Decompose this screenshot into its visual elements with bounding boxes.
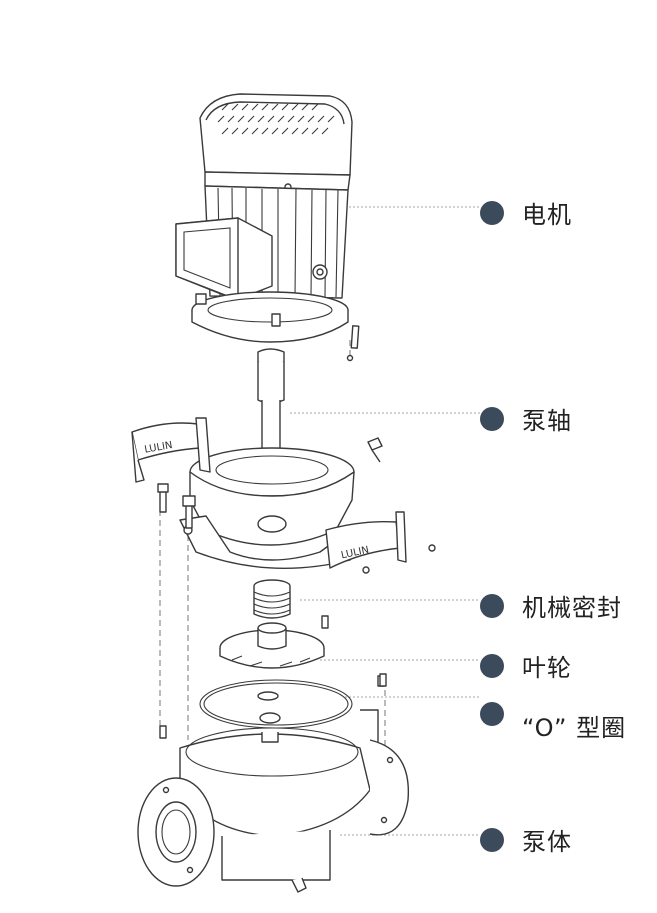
label-motor: 电机 xyxy=(480,195,572,230)
motor xyxy=(175,93,360,362)
label-dot xyxy=(480,827,504,852)
bracket: LULIN LULIN xyxy=(131,417,436,574)
label-text: “O” 型圈 xyxy=(522,714,627,742)
label-dot xyxy=(480,653,504,678)
label-text: 叶轮 xyxy=(522,654,572,682)
label-text: 泵体 xyxy=(522,828,572,856)
label-pump-body: 泵体 xyxy=(480,822,572,857)
label-text: 电机 xyxy=(522,201,572,229)
fan-cover-vents xyxy=(217,103,335,135)
label-dot xyxy=(480,406,504,431)
label-text: 机械密封 xyxy=(522,594,622,622)
label-text: 泵轴 xyxy=(522,407,572,435)
pump-body xyxy=(137,673,410,893)
label-dot xyxy=(480,701,504,726)
assembly-guide-lines xyxy=(159,340,386,760)
o-ring xyxy=(199,675,385,729)
label-dot xyxy=(480,593,504,618)
label-dot xyxy=(480,200,504,225)
label-shaft: 泵轴 xyxy=(480,401,572,436)
label-mechanical-seal: 机械密封 xyxy=(480,588,622,623)
impeller xyxy=(219,622,325,669)
bolts xyxy=(157,437,436,574)
leader-lines xyxy=(290,206,480,836)
guard-brand-left: LULIN xyxy=(144,440,174,456)
label-o-ring: “O” 型圈 xyxy=(480,684,626,743)
label-impeller: 叶轮 xyxy=(480,648,572,683)
mechanical-seal xyxy=(253,579,329,629)
